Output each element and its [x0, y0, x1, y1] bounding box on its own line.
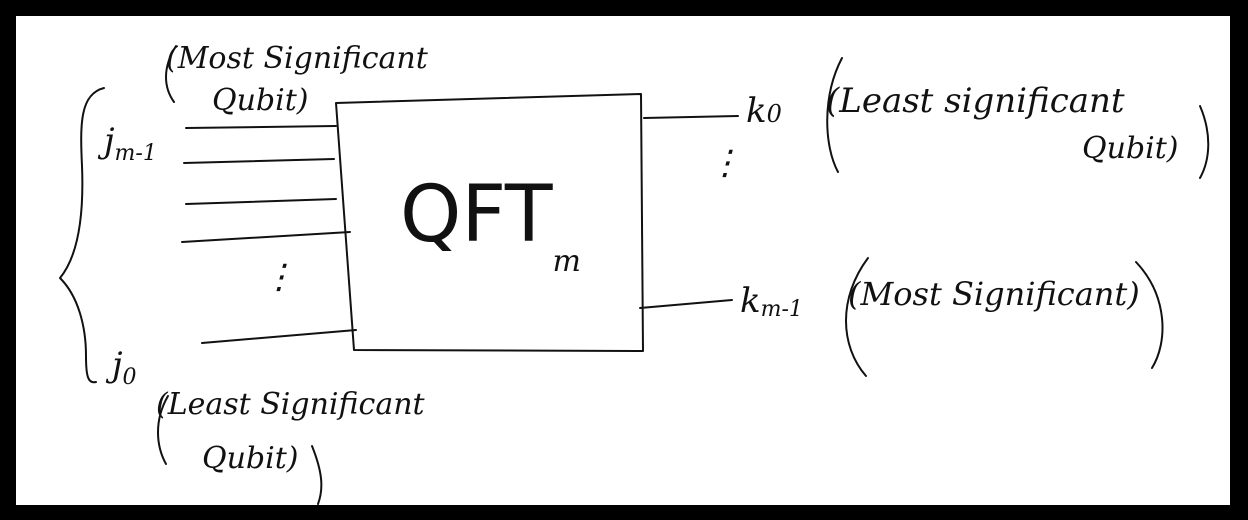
paren-bottom-left-open — [157, 395, 169, 465]
output-label-top-subscript: 0 — [766, 100, 782, 128]
input-top-annotation-line1: (Most Significant — [166, 41, 428, 76]
input-label-bottom-text: j — [112, 345, 123, 385]
output-bottom-annotation: (Most Significant) — [848, 275, 1140, 313]
input-wire-top — [185, 125, 337, 129]
qft-box — [335, 93, 644, 352]
paren-bottom-left-close — [311, 445, 323, 505]
input-label-top-text: j — [104, 121, 115, 161]
paren-top-left — [165, 45, 177, 103]
output-top-annotation-line1: (Least significant — [826, 81, 1125, 121]
output-label-bottom-text: k — [740, 281, 761, 321]
qft-label: QFTm — [400, 176, 581, 277]
output-label-bottom: km-1 — [740, 281, 803, 321]
input-label-top: jm-1 — [104, 121, 157, 165]
output-top-annotation-line2: Qubit) — [1082, 131, 1179, 166]
input-bottom-annotation-line2: Qubit) — [202, 441, 299, 476]
input-brace — [59, 87, 105, 384]
output-wire-bottom — [639, 299, 733, 309]
paren-right-top-close — [1199, 105, 1210, 179]
qft-label-subscript: m — [552, 244, 581, 279]
paren-right-top-open — [826, 57, 843, 173]
input-label-bottom: j0 — [112, 345, 137, 389]
output-ellipsis: ⋮ — [708, 143, 742, 183]
qft-label-text: QFT — [400, 170, 553, 260]
output-label-top-text: k — [746, 91, 767, 131]
input-top-annotation-line2: Qubit) — [212, 83, 309, 118]
output-wire-top — [643, 115, 739, 119]
circuit-drawing — [59, 45, 1210, 505]
input-wire-4 — [181, 231, 351, 243]
input-wire-3 — [185, 198, 337, 205]
input-label-bottom-subscript: 0 — [122, 365, 137, 390]
output-label-top: k0 — [746, 94, 782, 128]
input-wire-2 — [183, 158, 335, 164]
input-bottom-annotation-line1: (Least Significant — [156, 387, 425, 422]
paren-right-bottom-open — [845, 257, 869, 377]
input-ellipsis: ⋮ — [262, 257, 296, 297]
input-label-top-subscript: m-1 — [114, 141, 157, 166]
whiteboard-canvas: QFTm jm-1 j0 ⋮ (Most Significant Qubit) … — [16, 16, 1230, 505]
output-label-bottom-subscript: m-1 — [760, 297, 803, 322]
input-wire-bottom — [201, 329, 357, 344]
paren-right-bottom-close — [1135, 261, 1164, 369]
